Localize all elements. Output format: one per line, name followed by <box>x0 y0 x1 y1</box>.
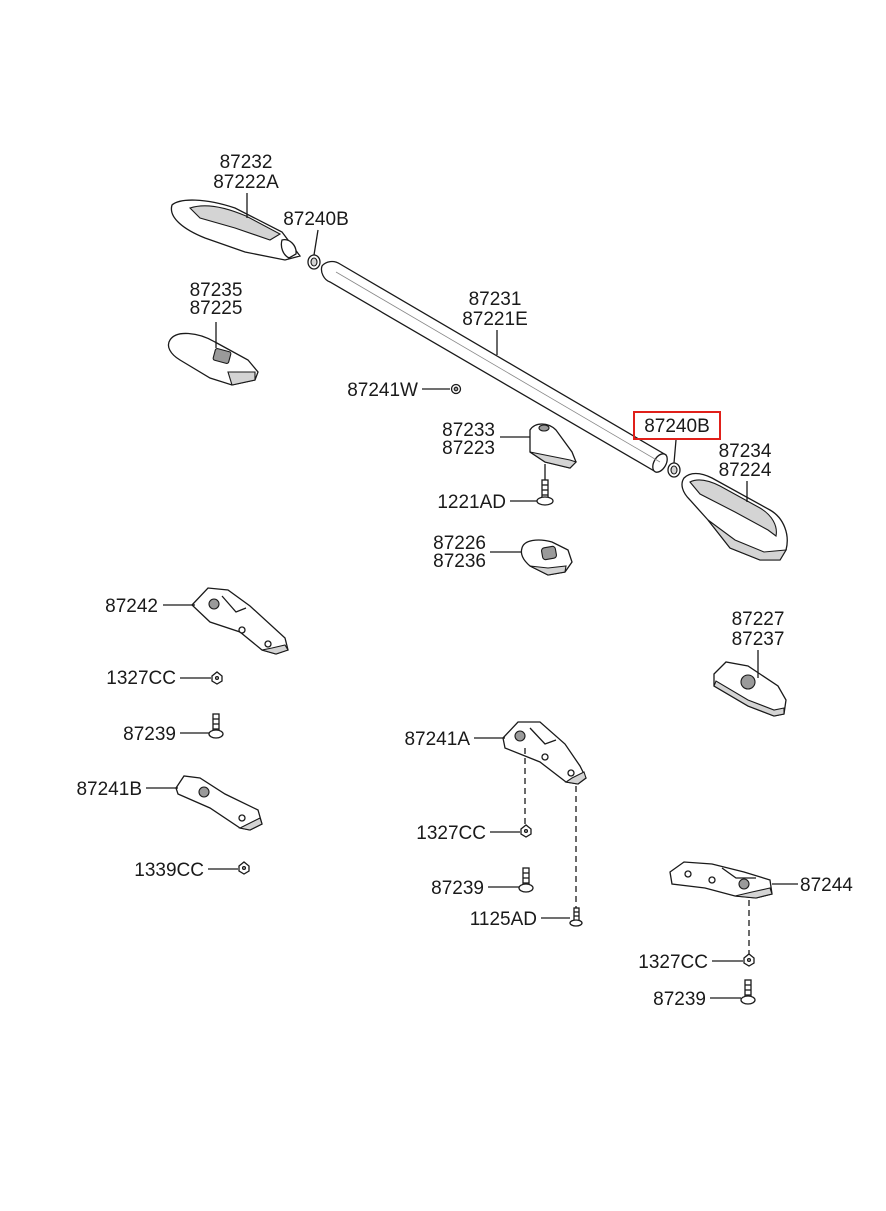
nut-87241W[interactable] <box>450 383 462 395</box>
leader-front-clip <box>313 229 319 256</box>
plate-87241B[interactable] <box>175 775 263 831</box>
label-87241A: 87241A <box>404 729 470 750</box>
label-87241B: 87241B <box>76 779 142 800</box>
mid-pad[interactable] <box>520 539 573 576</box>
label-87236: 87236 <box>433 551 486 572</box>
plate-87244[interactable] <box>669 861 773 899</box>
rear-end-cap[interactable] <box>681 472 788 561</box>
bolt-1125AD[interactable] <box>569 907 583 927</box>
nut-1327CC-mid[interactable] <box>520 824 532 838</box>
label-87221E: 87221E <box>462 309 528 330</box>
label-87233: 87233 <box>442 420 495 441</box>
plate-87241A[interactable] <box>502 721 587 785</box>
label-87235: 87235 <box>190 280 243 301</box>
label-87237: 87237 <box>732 629 785 650</box>
nut-1339CC[interactable] <box>238 861 250 875</box>
bolt-87239-right[interactable] <box>740 979 756 1005</box>
nut-1327CC-left[interactable] <box>211 671 223 685</box>
label-87241W: 87241W <box>347 380 418 401</box>
label-87225: 87225 <box>190 298 243 319</box>
rear-pad[interactable] <box>713 661 787 717</box>
label-1339CC: 1339CC <box>134 860 204 881</box>
label-87239-left: 87239 <box>123 724 176 745</box>
label-87232: 87232 <box>220 152 273 173</box>
roof-rail[interactable] <box>320 260 670 475</box>
front-clip[interactable] <box>307 254 321 270</box>
label-87224: 87224 <box>719 460 772 481</box>
rear-clip[interactable] <box>667 462 681 478</box>
nut-1327CC-right[interactable] <box>743 953 755 967</box>
label-1327CC-left: 1327CC <box>106 668 176 689</box>
label-87240B-front: 87240B <box>283 209 349 230</box>
label-1125AD: 1125AD <box>470 909 537 930</box>
label-87239-mid: 87239 <box>431 878 484 899</box>
label-87239-right: 87239 <box>653 989 706 1010</box>
label-87223: 87223 <box>442 438 495 459</box>
label-87222A: 87222A <box>213 172 279 193</box>
label-87227: 87227 <box>732 609 785 630</box>
label-1327CC-mid: 1327CC <box>416 823 486 844</box>
front-pad[interactable] <box>167 332 259 386</box>
leader-rear-clip <box>673 439 677 464</box>
label-1327CC-right: 1327CC <box>638 952 708 973</box>
label-1221AD: 1221AD <box>437 492 506 513</box>
label-87231: 87231 <box>469 289 522 310</box>
plate-87242[interactable] <box>191 587 289 655</box>
label-87244: 87244 <box>800 875 853 896</box>
bolt-87239-mid[interactable] <box>518 867 534 893</box>
label-87234: 87234 <box>719 441 772 462</box>
front-end-cap[interactable] <box>170 199 302 261</box>
label-87242: 87242 <box>105 596 158 617</box>
highlight-box-87240B[interactable] <box>633 411 721 440</box>
mid-bracket[interactable] <box>529 423 578 469</box>
label-87226: 87226 <box>433 533 486 554</box>
bolt-1221AD[interactable] <box>536 479 554 506</box>
label-87240B-rear: 87240B <box>644 416 710 437</box>
bolt-87239-left[interactable] <box>208 713 224 739</box>
